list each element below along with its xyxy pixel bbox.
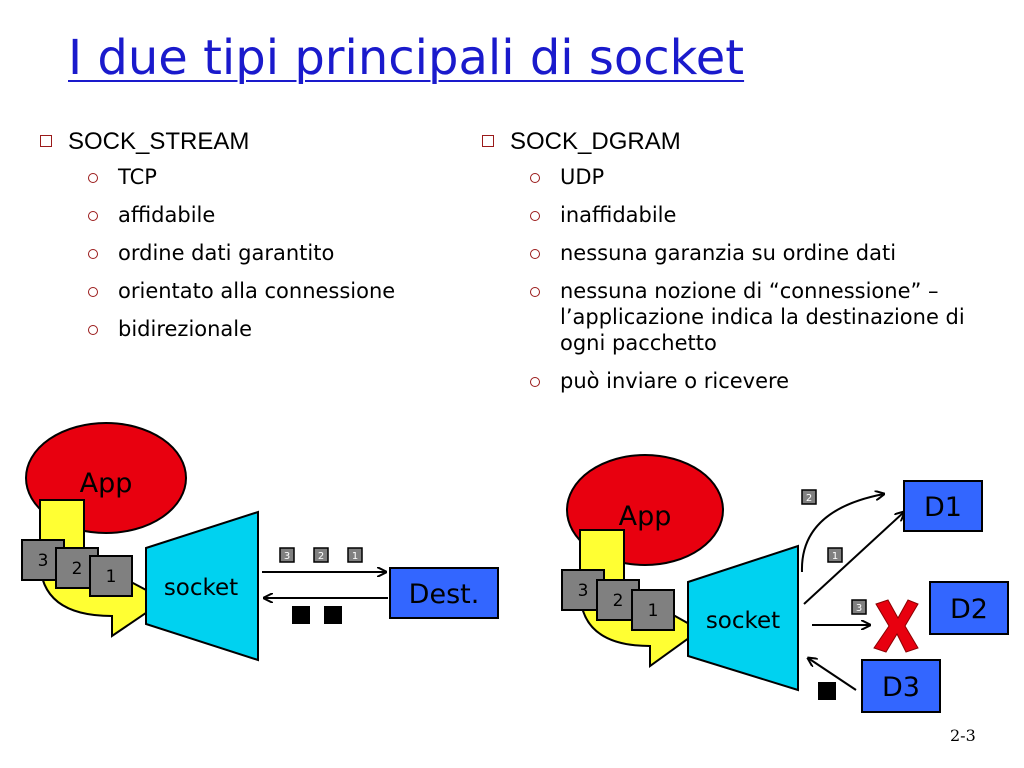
small-packet [801,489,817,505]
circle-bullet-icon [530,287,540,297]
packet-label: 1 [106,567,117,587]
stream-app-ellipse [25,422,187,534]
circle-bullet-icon [88,211,98,221]
sock-stream-column: SOCK_STREAM TCP affidabile ordine dati g… [40,128,470,354]
stream-diagram: App socket 3 2 1 3 2 1 Dest. [21,422,499,662]
dgram-yellow-arrow [579,529,702,668]
square-bullet-icon [482,135,494,147]
packet [561,569,605,611]
packet-label: 3 [38,551,49,571]
list-item: inaffidabile [526,202,1012,228]
circle-bullet-icon [88,249,98,259]
packet [596,579,640,621]
page-number: 2-3 [950,726,976,745]
small-packet [279,547,295,563]
small-packet-label: 1 [352,551,358,562]
list-item: nessuna garanzia su ordine dati [526,240,1012,266]
circle-bullet-icon [530,173,540,183]
packet-label: 3 [578,581,589,601]
circle-bullet-icon [530,377,540,387]
dest-box-d2 [929,581,1009,635]
dest-label-d2: D2 [950,594,988,625]
packet [89,555,133,597]
small-packet [827,547,843,563]
dgram-return-block [818,682,836,700]
circle-bullet-icon [530,249,540,259]
list-item: affidabile [84,202,470,228]
small-packet-label: 2 [318,551,324,562]
dest-label: Dest. [409,579,480,610]
dgram-arrow-to-d1 [800,494,884,573]
packet-label: 2 [72,559,83,579]
list-item: nessuna nozione di “connessione” – l’app… [526,278,1012,356]
circle-bullet-icon [88,173,98,183]
packet-label: 2 [613,591,624,611]
sock-dgram-column: SOCK_DGRAM UDP inaffidabile nessuna gara… [482,128,1012,406]
small-packet [851,599,867,615]
stream-app-label: App [80,468,133,499]
list-item: TCP [84,164,470,190]
packet [631,589,675,631]
sock-stream-heading: SOCK_STREAM [68,128,250,155]
square-bullet-icon [40,135,52,147]
stream-yellow-arrow [39,499,167,638]
stream-wire-packets: 3 2 1 [279,547,363,563]
circle-bullet-icon [530,211,540,221]
circle-bullet-icon [88,325,98,335]
list-item: bidirezionale [84,316,470,342]
stream-socket-label: socket [164,575,238,601]
packet-label: 1 [648,601,659,621]
dgram-socket-shape [687,544,799,692]
sock-dgram-heading-row: SOCK_DGRAM [482,128,1012,156]
small-packet-label: 2 [806,493,812,504]
list-item: può inviare o ricevere [526,368,1012,394]
stream-return-block [324,606,342,624]
sock-dgram-heading: SOCK_DGRAM [510,128,681,155]
small-packet [347,547,363,563]
page-title: I due tipi principali di socket [68,30,745,86]
dgram-app-label: App [619,501,672,532]
dgram-socket-label: socket [706,608,780,634]
dest-box-d3 [861,659,941,713]
stream-socket-shape [145,510,259,662]
dest-label-d3: D3 [882,672,920,703]
small-packet [313,547,329,563]
small-packet-label: 3 [856,603,862,614]
list-item: UDP [526,164,1012,190]
sock-stream-heading-row: SOCK_STREAM [40,128,470,156]
small-packet-label: 3 [284,551,290,562]
stream-packet-queue: 3 2 1 [21,539,133,597]
dgram-arrow-from-d3 [808,658,857,691]
packet [21,539,65,581]
dest-box [389,567,499,619]
dest-box-d1 [903,480,983,532]
dgram-diagram: App socket 3 2 1 2 1 3 D1 [561,454,1009,713]
lost-packet-x-icon [873,599,919,653]
dgram-app-ellipse [566,454,724,566]
dgram-arrow-mid [803,512,904,605]
dest-label-d1: D1 [924,492,962,523]
small-packet-label: 1 [832,551,838,562]
stream-return-block [292,606,310,624]
list-item: orientato alla connessione [84,278,470,304]
sock-dgram-list: UDP inaffidabile nessuna garanzia su ord… [526,164,1012,394]
list-item: ordine dati garantito [84,240,470,266]
circle-bullet-icon [88,287,98,297]
packet [55,547,99,589]
dgram-packet-queue: 3 2 1 [561,569,675,631]
sock-stream-list: TCP affidabile ordine dati garantito ori… [84,164,470,342]
